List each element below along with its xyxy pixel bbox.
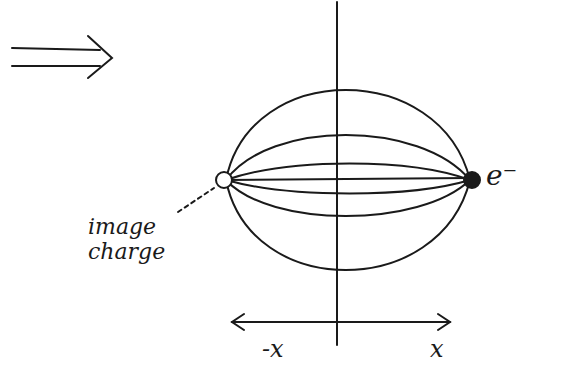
implies-arrow-head (88, 36, 112, 78)
electron (464, 172, 480, 188)
field-line (226, 135, 470, 180)
origin-tick (336, 316, 338, 328)
dimension-label: x (430, 336, 470, 364)
charge-label: e⁻ (486, 160, 556, 192)
leader-line (178, 188, 214, 212)
image-charge (216, 172, 232, 188)
field-line (226, 180, 470, 270)
field-line (226, 180, 470, 216)
distance-arrow-heads (232, 314, 450, 330)
field-line (226, 90, 470, 180)
conducting-plane (336, 2, 338, 345)
implies-arrow (12, 48, 100, 66)
dimension-label: -x (262, 336, 312, 364)
field-line (226, 178, 470, 180)
field-line (226, 180, 470, 194)
distance-arrow (232, 321, 450, 323)
field-line (226, 164, 470, 181)
callout-label: image charge (88, 214, 180, 265)
